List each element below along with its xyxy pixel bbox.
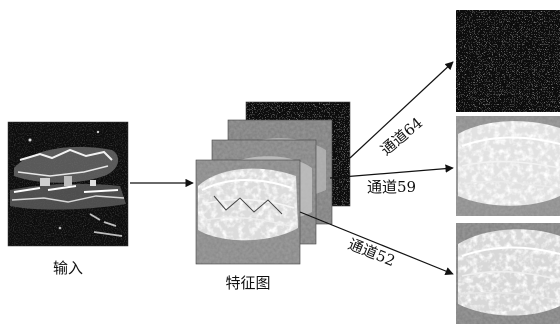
channel-52-label: 通道52: [346, 235, 398, 270]
arrow-to-channel-59: [329, 164, 454, 179]
input-label: 输入: [53, 259, 83, 277]
arrow-to-channel-64: [349, 61, 454, 159]
channel-59-label: 通道59: [367, 178, 416, 196]
feature-map-layer-1: [195, 159, 301, 265]
channel-59-image: [456, 116, 560, 216]
channel-64-label: 通道64: [377, 114, 426, 159]
channel-52-image: [456, 223, 560, 324]
feature-map-label: 特征图: [225, 274, 270, 292]
channel-64-image: [456, 10, 560, 112]
arrow-to-channel-52: [299, 211, 454, 276]
input-image: [7, 121, 129, 247]
feature-map-stack: [195, 101, 351, 265]
